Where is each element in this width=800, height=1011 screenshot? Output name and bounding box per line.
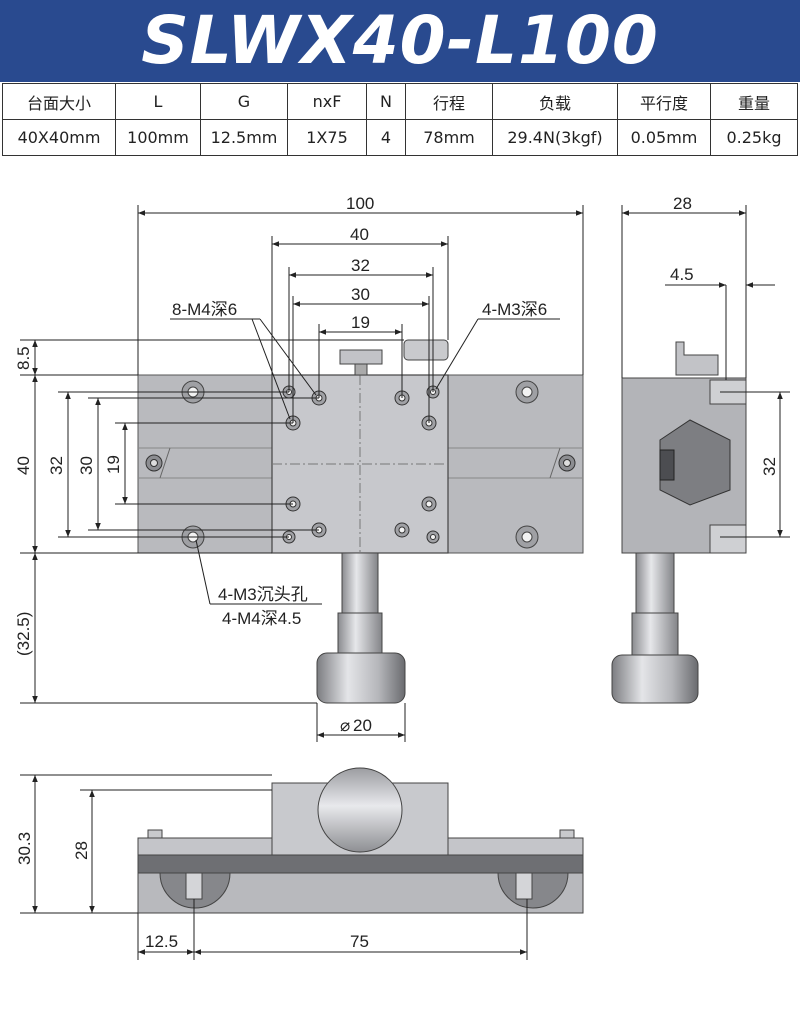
spec-value: 12.5mm xyxy=(200,119,288,156)
dim-height-30: 30 xyxy=(77,456,96,475)
front-knob xyxy=(317,767,403,853)
dim-knob-extension: (32.5) xyxy=(14,612,33,656)
knob-neck xyxy=(337,612,383,654)
spec-value: 40X40mm xyxy=(2,119,116,156)
diameter-symbol: ⌀ xyxy=(340,716,350,735)
spec-header: 负载 xyxy=(492,83,618,120)
dim-side-width: 28 xyxy=(673,194,692,213)
dim-overall-length: 100 xyxy=(346,194,374,213)
dim-height-8-5: 8.5 xyxy=(14,346,33,370)
counterbore-hole xyxy=(515,525,539,549)
side-view: 28 4.5 32 xyxy=(611,194,790,704)
adjust-knob xyxy=(316,652,406,704)
spec-value-row: 40X40mm 100mm 12.5mm 1X75 4 78mm 29.4N(3… xyxy=(2,119,798,156)
product-title: SLWX40-L100 xyxy=(141,2,659,79)
callout-counterbore-1: 4-M3沉头孔 xyxy=(218,585,308,604)
lock-screw xyxy=(145,454,163,472)
title-bar xyxy=(0,0,800,82)
spec-value: 1X75 xyxy=(287,119,367,156)
technical-drawing: 100 40 32 30 19 8.5 40 32 30 19 (32.5) ⌀… xyxy=(14,194,790,960)
dim-hole-span-32: 32 xyxy=(351,256,370,275)
spec-value: 29.4N(3kgf) xyxy=(492,119,618,156)
dim-height-32: 32 xyxy=(47,456,66,475)
dim-height-40: 40 xyxy=(14,456,33,475)
spec-table: 台面大小 L G nxF N 行程 负载 平行度 重量 40X40mm 100m… xyxy=(2,83,798,156)
spec-header: G xyxy=(200,83,288,120)
side-knob xyxy=(611,654,699,704)
dim-side-offset: 4.5 xyxy=(670,265,694,284)
spec-value: 78mm xyxy=(405,119,493,156)
spec-value: 0.05mm xyxy=(617,119,711,156)
callout-m4-holes: 8-M4深6 xyxy=(172,300,237,319)
counterbore-hole xyxy=(515,380,539,404)
spec-header: 平行度 xyxy=(617,83,711,120)
dim-height-19: 19 xyxy=(104,455,123,474)
top-view: 100 40 32 30 19 8.5 40 32 30 19 (32.5) ⌀… xyxy=(14,194,584,742)
dim-front-offset: 12.5 xyxy=(145,932,178,951)
callout-m3-holes: 4-M3深6 xyxy=(482,300,547,319)
spec-header: N xyxy=(366,83,406,120)
lock-screw xyxy=(558,454,576,472)
dim-front-pitch: 75 xyxy=(350,932,369,951)
dim-hole-span-30: 30 xyxy=(351,285,370,304)
dim-table-width: 40 xyxy=(350,225,369,244)
spec-value: 4 xyxy=(366,119,406,156)
spec-header: 台面大小 xyxy=(2,83,116,120)
knob-shaft xyxy=(341,552,379,614)
side-knob-shaft xyxy=(635,552,675,614)
front-view: 30.3 28 12.5 75 xyxy=(15,767,584,960)
dim-side-height: 32 xyxy=(760,457,779,476)
dim-front-height-28: 28 xyxy=(72,841,91,860)
spec-header-row: 台面大小 L G nxF N 行程 负载 平行度 重量 xyxy=(2,83,798,120)
spec-header: 重量 xyxy=(710,83,798,120)
spec-header: L xyxy=(115,83,201,120)
spec-value: 0.25kg xyxy=(710,119,798,156)
spec-header: 行程 xyxy=(405,83,493,120)
dim-knob-diameter: 20 xyxy=(353,716,372,735)
scale-bracket xyxy=(339,349,383,365)
dim-hole-span-19: 19 xyxy=(351,313,370,332)
spec-value: 100mm xyxy=(115,119,201,156)
callout-counterbore-2: 4-M4深4.5 xyxy=(222,609,301,628)
spec-header: nxF xyxy=(287,83,367,120)
dim-front-height-30-3: 30.3 xyxy=(15,832,34,865)
